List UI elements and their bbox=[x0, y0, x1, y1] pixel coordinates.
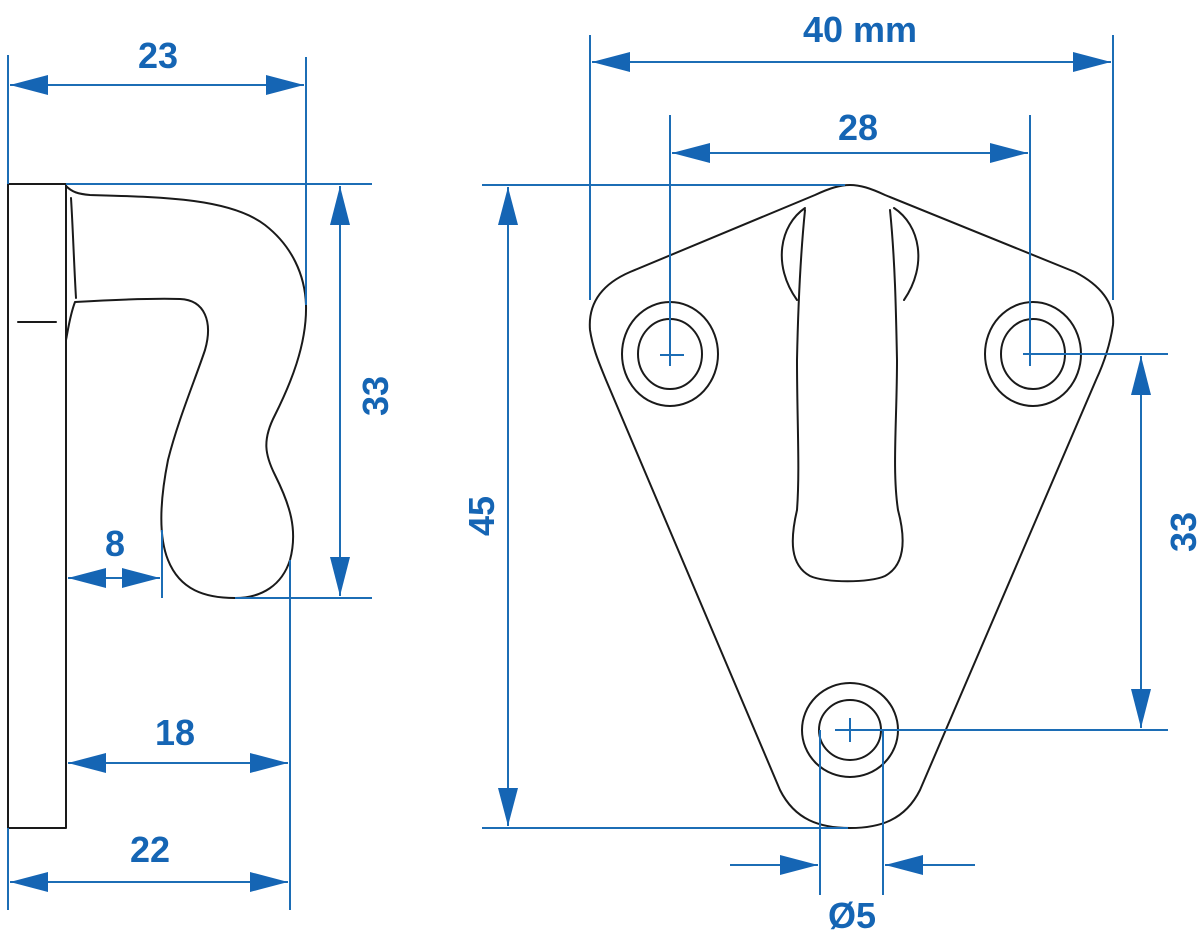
dim-hole-diameter-5: Ø5 bbox=[730, 730, 975, 936]
arrow-right-icon bbox=[266, 75, 304, 95]
hook-profile bbox=[65, 185, 308, 599]
dim-hook-depth-18: 18 bbox=[68, 560, 291, 910]
dim-overall-width-23: 23 bbox=[7, 35, 307, 305]
arrow-right-icon bbox=[250, 753, 288, 773]
label-8: 8 bbox=[105, 523, 125, 564]
dim-height-33-side: 33 bbox=[66, 183, 396, 599]
label-33-front: 33 bbox=[1163, 512, 1200, 552]
arrow-right-icon bbox=[780, 855, 818, 875]
arrow-right-icon bbox=[1073, 52, 1111, 72]
side-view: 23 33 8 18 bbox=[7, 35, 396, 910]
front-view: 40 mm 28 45 33 bbox=[461, 9, 1200, 936]
arrow-left-icon bbox=[672, 143, 710, 163]
dim-overall-height-45: 45 bbox=[461, 184, 848, 829]
arrow-right-icon bbox=[990, 143, 1028, 163]
arrow-up-icon bbox=[330, 186, 350, 225]
hook-left-curve bbox=[780, 207, 806, 301]
arrow-left-icon bbox=[10, 75, 48, 95]
hook-right-curve bbox=[893, 207, 920, 301]
dim-hole-spacing-28: 28 bbox=[669, 107, 1031, 366]
dim-overall-width-40mm: 40 mm bbox=[589, 9, 1114, 300]
label-22: 22 bbox=[130, 829, 170, 870]
arrow-down-icon bbox=[1131, 689, 1151, 728]
hook-body bbox=[791, 209, 904, 583]
side-view-outline bbox=[7, 183, 308, 829]
arrow-down-icon bbox=[330, 557, 350, 596]
arrow-left-icon bbox=[68, 568, 106, 588]
dim-total-depth-22: 22 bbox=[7, 828, 288, 910]
arrow-left-icon bbox=[10, 872, 48, 892]
arrow-up-icon bbox=[498, 187, 518, 225]
dim-vertical-hole-spacing-33: 33 bbox=[835, 353, 1200, 731]
arrow-left-icon bbox=[592, 52, 630, 72]
arrow-right-icon bbox=[250, 872, 288, 892]
front-view-outline bbox=[588, 184, 1115, 829]
arrow-left-icon bbox=[68, 753, 106, 773]
arrow-up-icon bbox=[1131, 356, 1151, 395]
label-40mm: 40 mm bbox=[803, 9, 917, 50]
label-33-side: 33 bbox=[355, 376, 396, 416]
arrow-down-icon bbox=[498, 788, 518, 826]
arrow-right-icon bbox=[122, 568, 160, 588]
dim-gap-8: 8 bbox=[68, 523, 163, 598]
hook-edge-line bbox=[70, 197, 77, 299]
label-23: 23 bbox=[138, 35, 178, 76]
label-45: 45 bbox=[461, 496, 502, 536]
arrow-left-icon bbox=[885, 855, 923, 875]
label-diameter-5: Ø5 bbox=[828, 895, 876, 936]
base-plate bbox=[7, 183, 67, 829]
label-28: 28 bbox=[838, 107, 878, 148]
triangular-plate bbox=[588, 184, 1115, 829]
label-18: 18 bbox=[155, 712, 195, 753]
